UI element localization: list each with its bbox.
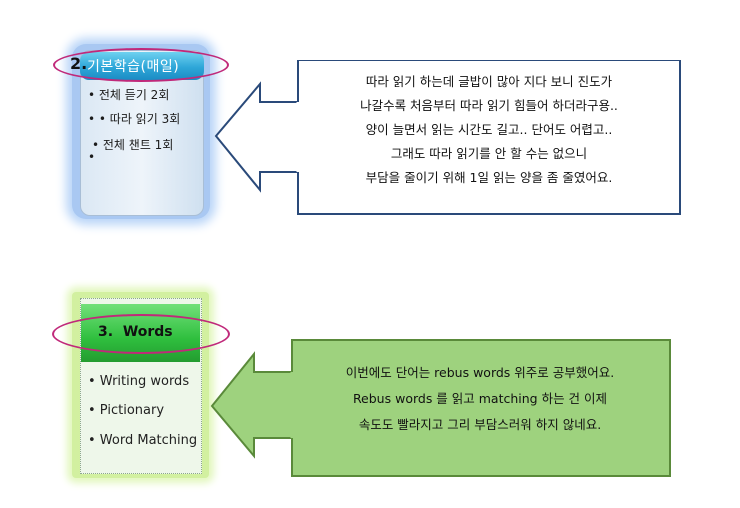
section-number: 3. <box>98 324 114 340</box>
callout-line: 따라 읽기 하는데 글밥이 많아 지다 보니 진도가 <box>365 74 613 89</box>
callout-line: 그래도 따라 읽기를 안 할 수는 없으니 <box>390 146 588 161</box>
section-title: 3. Words <box>98 324 173 340</box>
callout-text: 이번에도 단어는 rebus words 위주로 공부했어요. Rebus wo… <box>292 360 668 438</box>
callout-line: Rebus words 를 읽고 matching 하는 건 이제 <box>352 391 608 406</box>
callout-line: 양이 늘면서 읽는 시간도 길고.. 단어도 어렵고.. <box>365 122 613 137</box>
callout-text: 따라 읽기 하는데 글밥이 많아 지다 보니 진도가 나갈수록 처음부터 따라 … <box>298 70 680 190</box>
highlight-oval <box>52 314 230 354</box>
section-title-text: Words <box>122 324 173 340</box>
callout-arrow-box <box>214 60 681 215</box>
list-item: • <box>88 150 96 164</box>
list-item: • Word Matching <box>88 433 198 448</box>
list-item: • 전체 챈트 1회 <box>92 138 174 152</box>
list-item: • Writing words <box>88 374 190 389</box>
callout-line: 속도도 빨라지고 그리 부담스러워 하지 않네요. <box>358 417 602 432</box>
highlight-oval <box>53 48 229 82</box>
list-item: • Pictionary <box>88 403 165 418</box>
callout-arrow-box <box>210 339 671 477</box>
list-item: • 전체 듣기 2회 <box>88 88 170 102</box>
callout-line: 이번에도 단어는 rebus words 위주로 공부했어요. <box>345 365 615 380</box>
callout-line: 나갈수록 처음부터 따라 읽기 힘들어 하더라구용.. <box>360 98 618 113</box>
callout-line: 부담을 줄이기 위해 1일 읽는 양을 좀 줄였어요. <box>365 170 613 185</box>
list-item: • • 따라 읽기 3회 <box>88 112 181 126</box>
